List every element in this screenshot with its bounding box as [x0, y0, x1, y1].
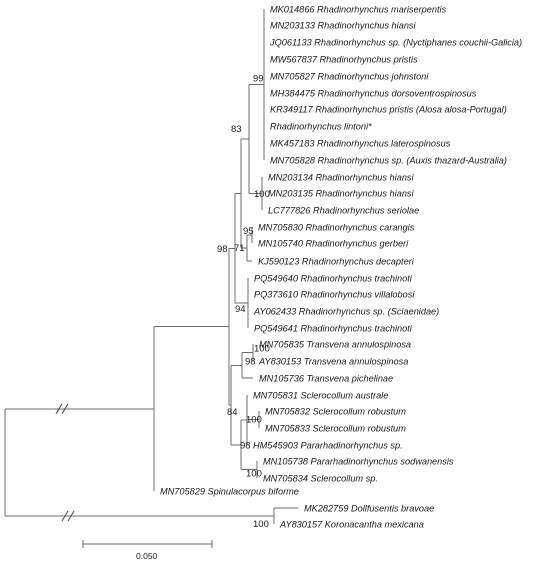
leaf-label: MN705827 Rhadinorhynchus johnstoni [270, 71, 429, 81]
leaf-label: LC777826 Rhadinorhynchus seriolae [268, 205, 419, 215]
break-mark-lower-1 [61, 510, 69, 522]
leaf-label: PQ549640 Rhadinorhynchus trachinoti [254, 273, 413, 283]
leaf-label: MN705829 Spinulacorpus biforme [160, 486, 299, 496]
leaf-label: MW567837 Rhadinorhynchus pristis [270, 54, 418, 64]
bootstrap-value: 100 [254, 344, 270, 355]
leaf-label: Rhadinorhynchus lintoni* [270, 121, 372, 131]
leaf-label: MN705835 Transvena annulospinosa [259, 339, 411, 349]
leaf-label: MN705833 Sclerocollum robustum [265, 423, 406, 433]
bootstrap-value: 100 [246, 415, 262, 426]
bootstrap-value: 100 [253, 519, 269, 530]
leaf-label: MK457183 Rhadinorhynchus laterospinosus [270, 138, 451, 148]
leaf-label: MK282759 Dollfusentis bravoae [304, 503, 434, 513]
leaf-label: MN203135 Rhadinorhynchus hiansi [268, 188, 415, 198]
leaf-label: MN203134 Rhadinorhynchus hiansi [268, 172, 415, 182]
bootstrap-value: 100 [246, 469, 262, 480]
leaf-label: MN705828 Rhadinorhynchus sp. (Auxis thaz… [270, 155, 507, 165]
leaf-label: AY062433 Rhadinorhynchus sp. (Sciaenidae… [253, 306, 439, 316]
bootstrap-value: 71 [234, 243, 245, 254]
leaf-labels: MK014866 Rhadinorhynchus mariserpentisMN… [160, 4, 522, 529]
scale-bar-label: 0.050 [136, 551, 158, 561]
bootstrap-value: 100 [254, 189, 270, 200]
leaf-label: PQ549641 Rhadinorhynchus trachinoti [254, 323, 413, 333]
bootstrap-value: 84 [227, 407, 238, 418]
leaf-label: PQ373610 Rhadinorhynchus villalobosi [254, 289, 415, 299]
bootstrap-value: 83 [231, 124, 242, 135]
bootstrap-value: 99 [253, 74, 264, 85]
leaf-label: KR349117 Rhadinorhynchus pristis (Alosa … [270, 104, 507, 114]
scale-bar: 0.050 [82, 540, 213, 561]
leaf-label: MK014866 Rhadinorhynchus mariserpentis [270, 4, 447, 14]
leaf-label: MN203133 Rhadinorhynchus hiansi [270, 20, 417, 30]
leaf-label: MH384475 Rhadinorhynchus dorsoventrospin… [270, 88, 477, 98]
leaf-label: KJ590123 Rhadinorhynchus decapteri [258, 256, 415, 266]
bootstrap-value: 94 [235, 304, 246, 315]
leaf-label: HM545903 Pararhadinorhynchus sp. [253, 440, 403, 450]
leaf-label: MN705832 Sclerocollum robustum [265, 406, 406, 416]
leaf-label: MN705830 Rhadinorhynchus carangis [258, 222, 415, 232]
leaf-label: JQ061133 Rhadinorhynchus sp. (Nyctiphane… [269, 37, 522, 47]
break-mark-upper-1 [55, 403, 63, 415]
break-mark-upper-2 [61, 403, 69, 415]
branch-break-marks [55, 403, 75, 522]
leaf-label: MN705831 Sclerocollum australe [253, 390, 388, 400]
break-mark-lower-2 [67, 510, 75, 522]
leaf-label: MN705834 Sclerocollum sp. [263, 473, 378, 483]
leaf-label: MN105736 Transvena pichelinae [259, 373, 393, 383]
tree-branches [4, 9, 298, 524]
bootstrap-value: 98 [217, 244, 228, 255]
bootstrap-value: 98 [240, 440, 251, 451]
leaf-label: MN105738 Pararhadinorhynchus sodwanensis [263, 456, 454, 466]
bootstrap-value: 98 [245, 356, 256, 367]
leaf-label: AY830153 Transvena annulospinosa [258, 356, 408, 366]
leaf-label: MN105740 Rhadinorhynchus gerberi [258, 238, 409, 248]
bootstrap-value: 95 [243, 226, 254, 237]
leaf-label: AY830157 Koronacantha mexicana [279, 519, 424, 529]
